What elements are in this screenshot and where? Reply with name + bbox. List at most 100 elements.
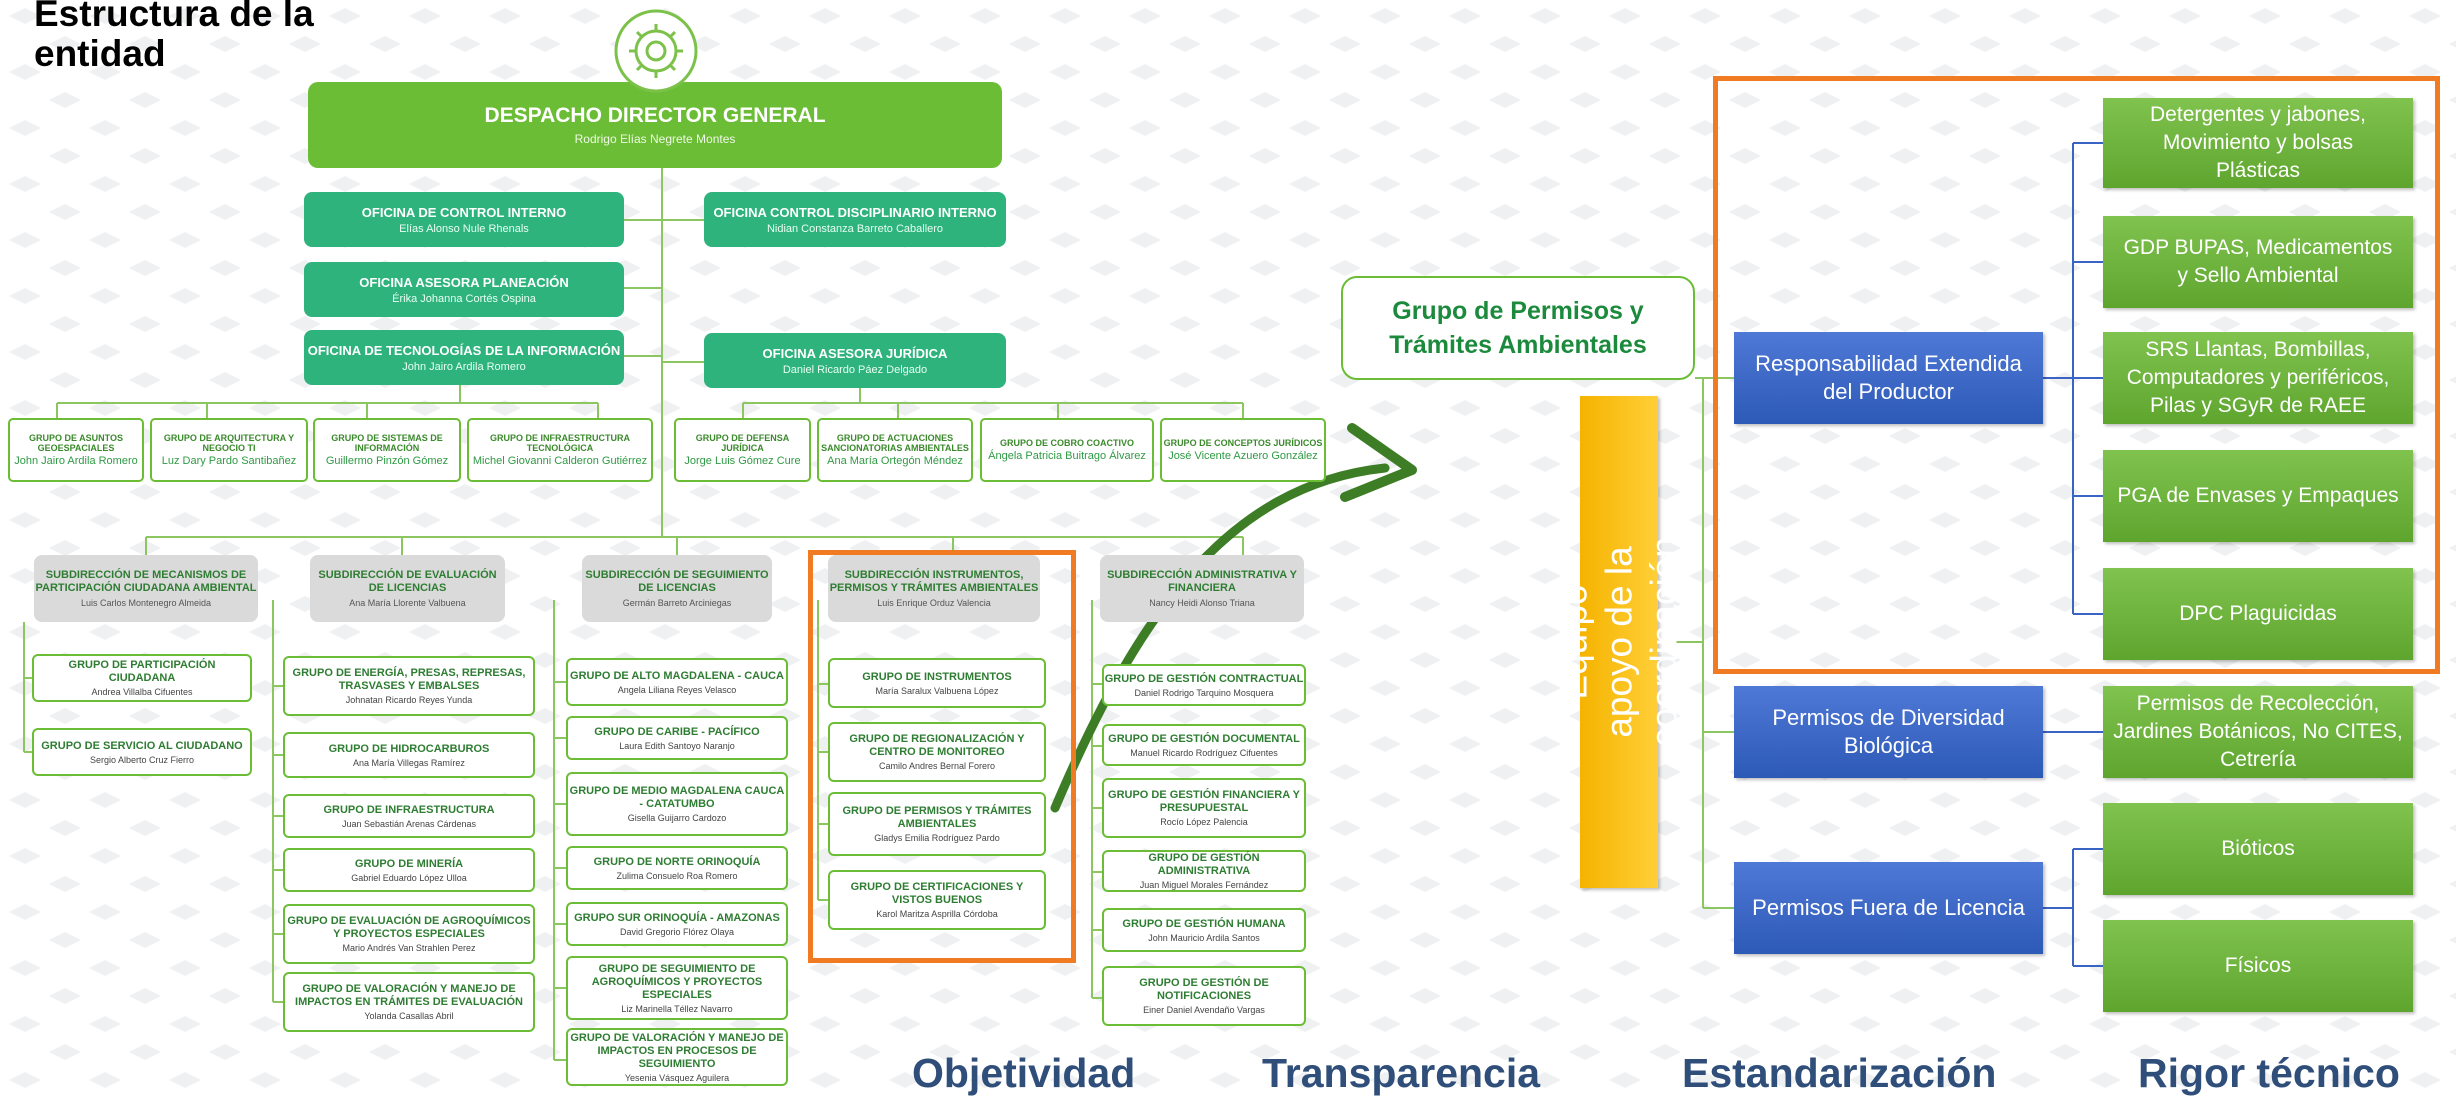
area-fuera-de-licencia: Permisos Fuera de Licencia bbox=[1734, 862, 2043, 954]
group-name: Karol Maritza Asprilla Córdoba bbox=[876, 909, 998, 919]
equipo-apoyo-bar: Equipo apoyo de la coordinación bbox=[1554, 396, 1685, 888]
juridica-group: GRUPO DE ACTUACIONES SANCIONATORIAS AMBI… bbox=[817, 418, 973, 482]
group-title: GRUPO DE CERTIFICACIONES Y VISTOS BUENOS bbox=[850, 881, 1024, 906]
grupo-permisos-label: Grupo de Permisos y Trámites Ambientales bbox=[1341, 276, 1695, 380]
group-name: Manuel Ricardo Rodríguez Cifuentes bbox=[1130, 747, 1278, 758]
subdireccion-name: Nancy Heidi Alonso Triana bbox=[1149, 598, 1255, 608]
group-box: GRUPO DE INSTRUMENTOS María Saralux Valb… bbox=[828, 658, 1046, 708]
value-rigor-tecnico: Rigor técnico bbox=[2138, 1050, 2400, 1096]
group-name: María Saralux Valbuena López bbox=[875, 685, 999, 696]
group-box: GRUPO DE MEDIO MAGDALENA CAUCA - CATATUM… bbox=[566, 772, 788, 836]
group-title: GRUPO DE HIDROCARBUROS bbox=[328, 742, 490, 755]
group-name: Sergio Alberto Cruz Fierro bbox=[89, 754, 195, 765]
group-title: GRUPO DE SEGUIMIENTO DE AGROQUÍMICOS Y P… bbox=[591, 962, 763, 1001]
group-name: Yesenia Vásquez Aguilera bbox=[624, 1072, 730, 1083]
group-name: Ana María Villegas Ramírez bbox=[353, 757, 465, 768]
group-name: Michel Giovanni Calderon Gutiérrez bbox=[472, 455, 648, 467]
group-name: Juan Sebastián Arenas Cárdenas bbox=[341, 818, 477, 829]
group-title: GRUPO DE VALORACIÓN Y MANEJO DE IMPACTOS… bbox=[570, 1031, 784, 1070]
group-name: Zulima Consuelo Roa Romero bbox=[616, 870, 738, 881]
item-box: DPC Plaguicidas bbox=[2103, 568, 2413, 660]
item-box: GDP BUPAS, Medicamentos y Sello Ambienta… bbox=[2103, 216, 2413, 308]
group-title: GRUPO DE NORTE ORINOQUÍA bbox=[593, 855, 761, 868]
group-name: José Vicente Azuero González bbox=[1168, 450, 1318, 462]
group-title: GRUPO DE CARIBE - PACÍFICO bbox=[594, 725, 760, 738]
group-name: Liz Marinella Téllez Navarro bbox=[621, 1003, 733, 1014]
group-title: GRUPO DE GESTIÓN DE NOTIFICACIONES bbox=[1139, 977, 1269, 1002]
group-title: GRUPO DE INFRAESTRUCTURA TECNOLÓGICA bbox=[489, 433, 630, 453]
group-title: GRUPO DE REGIONALIZACIÓN Y CENTRO DE MON… bbox=[849, 733, 1025, 758]
group-name: Ángela Patricia Buitrago Álvarez bbox=[988, 450, 1146, 462]
group-name: Rocío López Palencia bbox=[1160, 817, 1248, 827]
group-title: GRUPO DE ENERGÍA, PRESAS, REPRESAS, TRAS… bbox=[292, 667, 526, 692]
group-box: GRUPO DE GESTIÓN FINANCIERA Y PRESUPUEST… bbox=[1102, 778, 1306, 838]
subdireccion-box: SUBDIRECCIÓN DE MECANISMOS DE PARTICIPAC… bbox=[34, 555, 258, 622]
area-diversidad-biologica: Permisos de Diversidad Biológica bbox=[1734, 686, 2043, 778]
planeacion-name: Érika Johanna Cortés Ospina bbox=[392, 292, 536, 305]
group-name: John Jairo Ardila Romero bbox=[14, 455, 138, 467]
group-box: GRUPO DE PARTICIPACIÓN CIUDADANA Andrea … bbox=[32, 654, 252, 702]
juridica-group: GRUPO DE DEFENSA JURÍDICA Jorge Luis Góm… bbox=[674, 418, 811, 482]
subdireccion-title: SUBDIRECCIÓN ADMINISTRATIVA Y FINANCIERA bbox=[1107, 569, 1297, 594]
group-box: GRUPO DE ENERGÍA, PRESAS, REPRESAS, TRAS… bbox=[283, 656, 535, 716]
item-box: SRS Llantas, Bombillas, Computadores y p… bbox=[2103, 332, 2413, 424]
subdireccion-name: Ana María Llorente Valbuena bbox=[349, 598, 466, 608]
subdireccion-box: SUBDIRECCIÓN DE EVALUACIÓN DE LICENCIAS … bbox=[310, 555, 505, 622]
group-box: GRUPO DE SEGUIMIENTO DE AGROQUÍMICOS Y P… bbox=[566, 956, 788, 1020]
group-name: Guillermo Pinzón Gómez bbox=[325, 455, 449, 467]
group-title: GRUPO DE MEDIO MAGDALENA CAUCA - CATATUM… bbox=[569, 785, 785, 810]
group-title: GRUPO DE ACTUACIONES SANCIONATORIAS AMBI… bbox=[821, 433, 969, 453]
group-title: GRUPO DE GESTIÓN FINANCIERA Y PRESUPUEST… bbox=[1108, 789, 1300, 814]
group-box: GRUPO DE NORTE ORINOQUÍA Zulima Consuelo… bbox=[566, 846, 788, 890]
group-name: David Gregorio Flórez Olaya bbox=[619, 926, 735, 937]
group-box: GRUPO DE PERMISOS Y TRÁMITES AMBIENTALES… bbox=[828, 792, 1046, 856]
group-name: Ana María Ortegón Méndez bbox=[827, 455, 963, 467]
director-name: Rodrigo Elías Negrete Montes bbox=[574, 132, 736, 146]
group-box: GRUPO DE REGIONALIZACIÓN Y CENTRO DE MON… bbox=[828, 722, 1046, 782]
subdireccion-name: Germán Barreto Arciniegas bbox=[622, 598, 732, 608]
director-box: DESPACHO DIRECTOR GENERAL Rodrigo Elías … bbox=[308, 82, 1002, 168]
group-name: Juan Miguel Morales Fernández bbox=[1139, 880, 1269, 890]
juridica-box: OFICINA ASESORA JURÍDICA Daniel Ricardo … bbox=[704, 333, 1006, 388]
control-interno-box: OFICINA DE CONTROL INTERNO Elías Alonso … bbox=[304, 192, 624, 247]
group-box: GRUPO DE CERTIFICACIONES Y VISTOS BUENOS… bbox=[828, 870, 1046, 930]
group-title: GRUPO SUR ORINOQUÍA - AMAZONAS bbox=[574, 911, 780, 924]
group-box: GRUPO DE GESTIÓN HUMANA John Mauricio Ar… bbox=[1102, 908, 1306, 952]
group-name: Gladys Emilia Rodríguez Pardo bbox=[874, 833, 1000, 843]
group-box: GRUPO DE SERVICIO AL CIUDADANO Sergio Al… bbox=[32, 728, 252, 776]
planeacion-title: OFICINA ASESORA PLANEACIÓN bbox=[359, 274, 569, 290]
value-transparencia: Transparencia bbox=[1262, 1050, 1541, 1096]
group-title: GRUPO DE GESTIÓN DOCUMENTAL bbox=[1108, 732, 1300, 745]
group-name: Camilo Andres Bernal Forero bbox=[878, 761, 996, 771]
group-box: GRUPO DE GESTIÓN CONTRACTUAL Daniel Rodr… bbox=[1102, 664, 1306, 706]
group-box: GRUPO DE CARIBE - PACÍFICO Laura Edith S… bbox=[566, 716, 788, 760]
group-title: GRUPO DE VALORACIÓN Y MANEJO DE IMPACTOS… bbox=[295, 983, 523, 1008]
group-name: Andrea Villalba Cifuentes bbox=[91, 687, 193, 697]
subdireccion-title: SUBDIRECCIÓN DE SEGUIMIENTO DE LICENCIAS bbox=[585, 569, 769, 594]
director-title: DESPACHO DIRECTOR GENERAL bbox=[484, 104, 826, 127]
subdireccion-box: SUBDIRECCIÓN DE SEGUIMIENTO DE LICENCIAS… bbox=[582, 555, 772, 622]
group-title: GRUPO DE SERVICIO AL CIUDADANO bbox=[41, 739, 243, 752]
group-box: GRUPO SUR ORINOQUÍA - AMAZONAS David Gre… bbox=[566, 902, 788, 946]
group-name: Jorge Luis Gómez Cure bbox=[684, 455, 801, 467]
group-title: GRUPO DE ARQUITECTURA Y NEGOCIO TI bbox=[163, 433, 295, 453]
planeacion-box: OFICINA ASESORA PLANEACIÓN Érika Johanna… bbox=[304, 262, 624, 317]
page-title: Estructura de la entidad bbox=[34, 0, 314, 74]
area-responsabilidad-extendida: Responsabilidad Extendida del Productor bbox=[1734, 332, 2043, 424]
control-disciplinario-box: OFICINA CONTROL DISCIPLINARIO INTERNO Ni… bbox=[704, 192, 1006, 247]
group-box: GRUPO DE GESTIÓN DOCUMENTAL Manuel Ricar… bbox=[1102, 724, 1306, 766]
item-box: Detergentes y jabones, Movimiento y bols… bbox=[2103, 98, 2413, 188]
group-box: GRUPO DE GESTIÓN DE NOTIFICACIONES Einer… bbox=[1102, 966, 1306, 1026]
control-interno-name: Elías Alonso Nule Rhenals bbox=[399, 222, 529, 235]
group-title: GRUPO DE COBRO COACTIVO bbox=[999, 438, 1134, 448]
group-title: GRUPO DE GESTIÓN HUMANA bbox=[1122, 917, 1286, 930]
group-title: GRUPO DE CONCEPTOS JURÍDICOS bbox=[1163, 438, 1323, 448]
control-disciplinario-name: Nidian Constanza Barreto Caballero bbox=[766, 222, 944, 235]
value-objetividad: Objetividad bbox=[912, 1050, 1136, 1096]
group-title: GRUPO DE GESTIÓN CONTRACTUAL bbox=[1104, 672, 1304, 685]
group-box: GRUPO DE MINERÍA Gabriel Eduardo López U… bbox=[283, 848, 535, 892]
group-title: GRUPO DE GESTIÓN ADMINISTRATIVA bbox=[1148, 852, 1260, 877]
tecnologias-name: John Jairo Ardila Romero bbox=[402, 360, 526, 373]
value-estandarizacion: Estandarización bbox=[1682, 1050, 1997, 1096]
subdireccion-title: SUBDIRECCIÓN INSTRUMENTOS, PERMISOS Y TR… bbox=[829, 569, 1039, 594]
